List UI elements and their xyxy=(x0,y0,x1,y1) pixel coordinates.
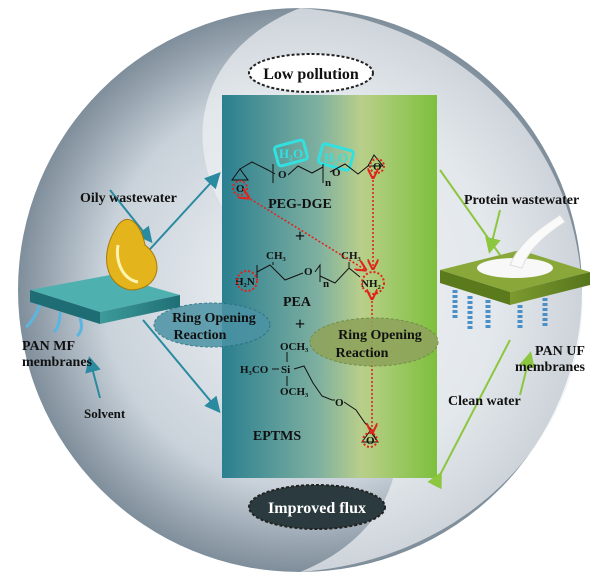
amine-highlight xyxy=(236,270,258,292)
svg-text:CH₃: CH₃ xyxy=(266,250,287,262)
svg-text:Reaction: Reaction xyxy=(336,346,389,361)
epoxide-highlight xyxy=(369,158,385,174)
svg-text:O: O xyxy=(304,266,313,278)
svg-text:O: O xyxy=(373,161,382,173)
svg-text:OCH₃: OCH₃ xyxy=(280,386,309,398)
clean-water-label: Clean water xyxy=(448,394,521,409)
pan-mf-label: PAN MF xyxy=(22,339,75,354)
svg-text:membranes: membranes xyxy=(22,355,93,370)
svg-text:n: n xyxy=(323,278,329,290)
svg-text:NH₂: NH₂ xyxy=(361,278,382,290)
svg-text:n: n xyxy=(325,177,331,189)
svg-text:H₂O: H₂O xyxy=(324,150,348,165)
improved-flux-text: Improved flux xyxy=(268,500,366,517)
pan-mf-membrane xyxy=(24,275,180,338)
svg-text:membranes: membranes xyxy=(515,360,586,375)
svg-text:O: O xyxy=(332,167,341,179)
oil-drop-icon xyxy=(106,218,158,291)
left-flow-arrows xyxy=(85,172,221,414)
svg-text:Si: Si xyxy=(281,364,290,376)
ring-opening-right: Ring Opening Reaction xyxy=(309,317,439,367)
milk-splash-icon xyxy=(477,214,566,278)
pan-uf-label: PAN UF xyxy=(535,344,585,359)
reaction-arrows xyxy=(247,176,373,431)
pea-label: PEA xyxy=(283,295,312,310)
water-badge: H₂O xyxy=(317,142,355,172)
chemistry-panel xyxy=(222,95,437,478)
water-badge: H₂O xyxy=(273,138,309,168)
svg-text:H₂N: H₂N xyxy=(235,276,255,288)
svg-text:O: O xyxy=(335,397,344,409)
svg-text:+: + xyxy=(295,314,305,334)
solvent-label: Solvent xyxy=(84,406,126,421)
svg-text:H₃CO: H₃CO xyxy=(240,364,269,376)
peg-dge-label: PEG-DGE xyxy=(268,197,332,212)
improved-flux-badge: Improved flux xyxy=(248,484,386,530)
svg-text:OCH₃: OCH₃ xyxy=(280,341,309,353)
epoxide-highlight xyxy=(232,180,248,196)
eptms-label: EPTMS xyxy=(253,429,301,444)
svg-text:O: O xyxy=(366,435,375,447)
ring-opening-left: Ring Opening Reaction xyxy=(153,302,271,348)
svg-text:Ring Opening: Ring Opening xyxy=(172,311,256,326)
svg-text:Reaction: Reaction xyxy=(174,328,227,343)
protein-wastewater-label: Protein wastewater xyxy=(464,193,579,208)
svg-text:Ring Opening: Ring Opening xyxy=(338,328,422,343)
svg-text:H₂O: H₂O xyxy=(279,146,303,161)
right-flow-arrows xyxy=(427,169,535,490)
low-pollution-badge: Low pollution xyxy=(248,53,374,93)
oily-wastewater-label: Oily wastewater xyxy=(80,191,177,206)
svg-text:O: O xyxy=(236,183,245,195)
low-pollution-text: Low pollution xyxy=(263,66,359,83)
svg-text:O: O xyxy=(278,169,287,181)
